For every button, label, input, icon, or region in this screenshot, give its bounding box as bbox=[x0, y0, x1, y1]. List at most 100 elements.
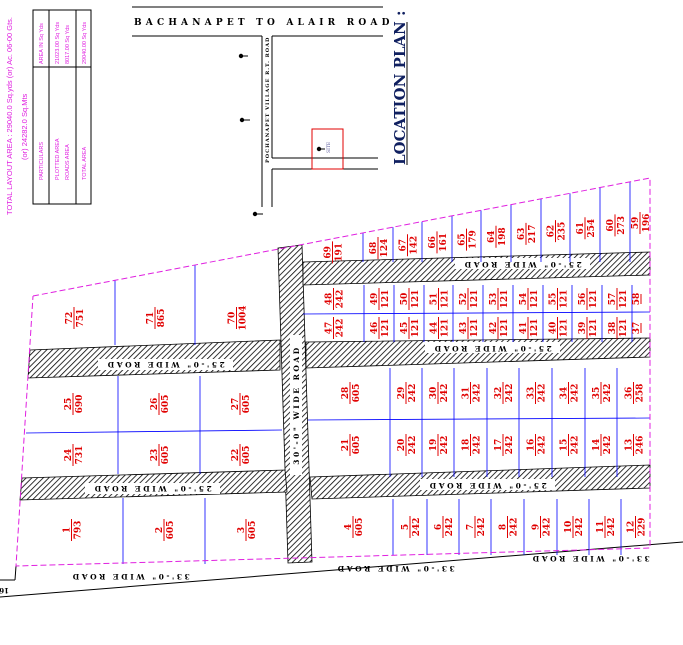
plot-37[interactable]: 37 bbox=[632, 322, 642, 335]
plot-number: 63 bbox=[517, 228, 527, 241]
plot-area: 121 bbox=[530, 319, 540, 338]
plot-area: 731 bbox=[75, 446, 85, 465]
plot-number: 33 bbox=[527, 387, 537, 400]
plot-number: 72 bbox=[65, 312, 75, 325]
plot-number: 3 bbox=[237, 527, 247, 533]
plot-number: 23 bbox=[150, 449, 160, 462]
plot-area: 242 bbox=[603, 436, 613, 455]
plot-boundary-line bbox=[25, 429, 283, 434]
plot-number: 6 bbox=[434, 524, 444, 530]
site-label: SITE bbox=[326, 142, 332, 153]
plot-number: 25 bbox=[64, 398, 74, 411]
plot-area: 229 bbox=[638, 518, 648, 537]
plot-area: 121 bbox=[619, 290, 629, 309]
plot-58[interactable]: 58 bbox=[632, 293, 642, 306]
plot-lines bbox=[25, 181, 651, 564]
plot-area: 246 bbox=[636, 436, 646, 455]
plot-number: 47 bbox=[325, 322, 335, 335]
plot-boundary-line bbox=[307, 417, 651, 421]
road-label-33ft: 33'-0" WIDE ROAD bbox=[530, 554, 649, 563]
plot-number: 51 bbox=[430, 293, 440, 306]
plot-number: 37 bbox=[632, 322, 642, 335]
table-roads-label: ROADS AREA bbox=[65, 144, 71, 180]
site-boundary bbox=[15, 177, 651, 567]
plot-number: 21 bbox=[341, 439, 351, 452]
plot-area: 235 bbox=[558, 222, 568, 241]
plot-number: 28 bbox=[341, 387, 351, 400]
plot-number: 65 bbox=[458, 233, 468, 246]
